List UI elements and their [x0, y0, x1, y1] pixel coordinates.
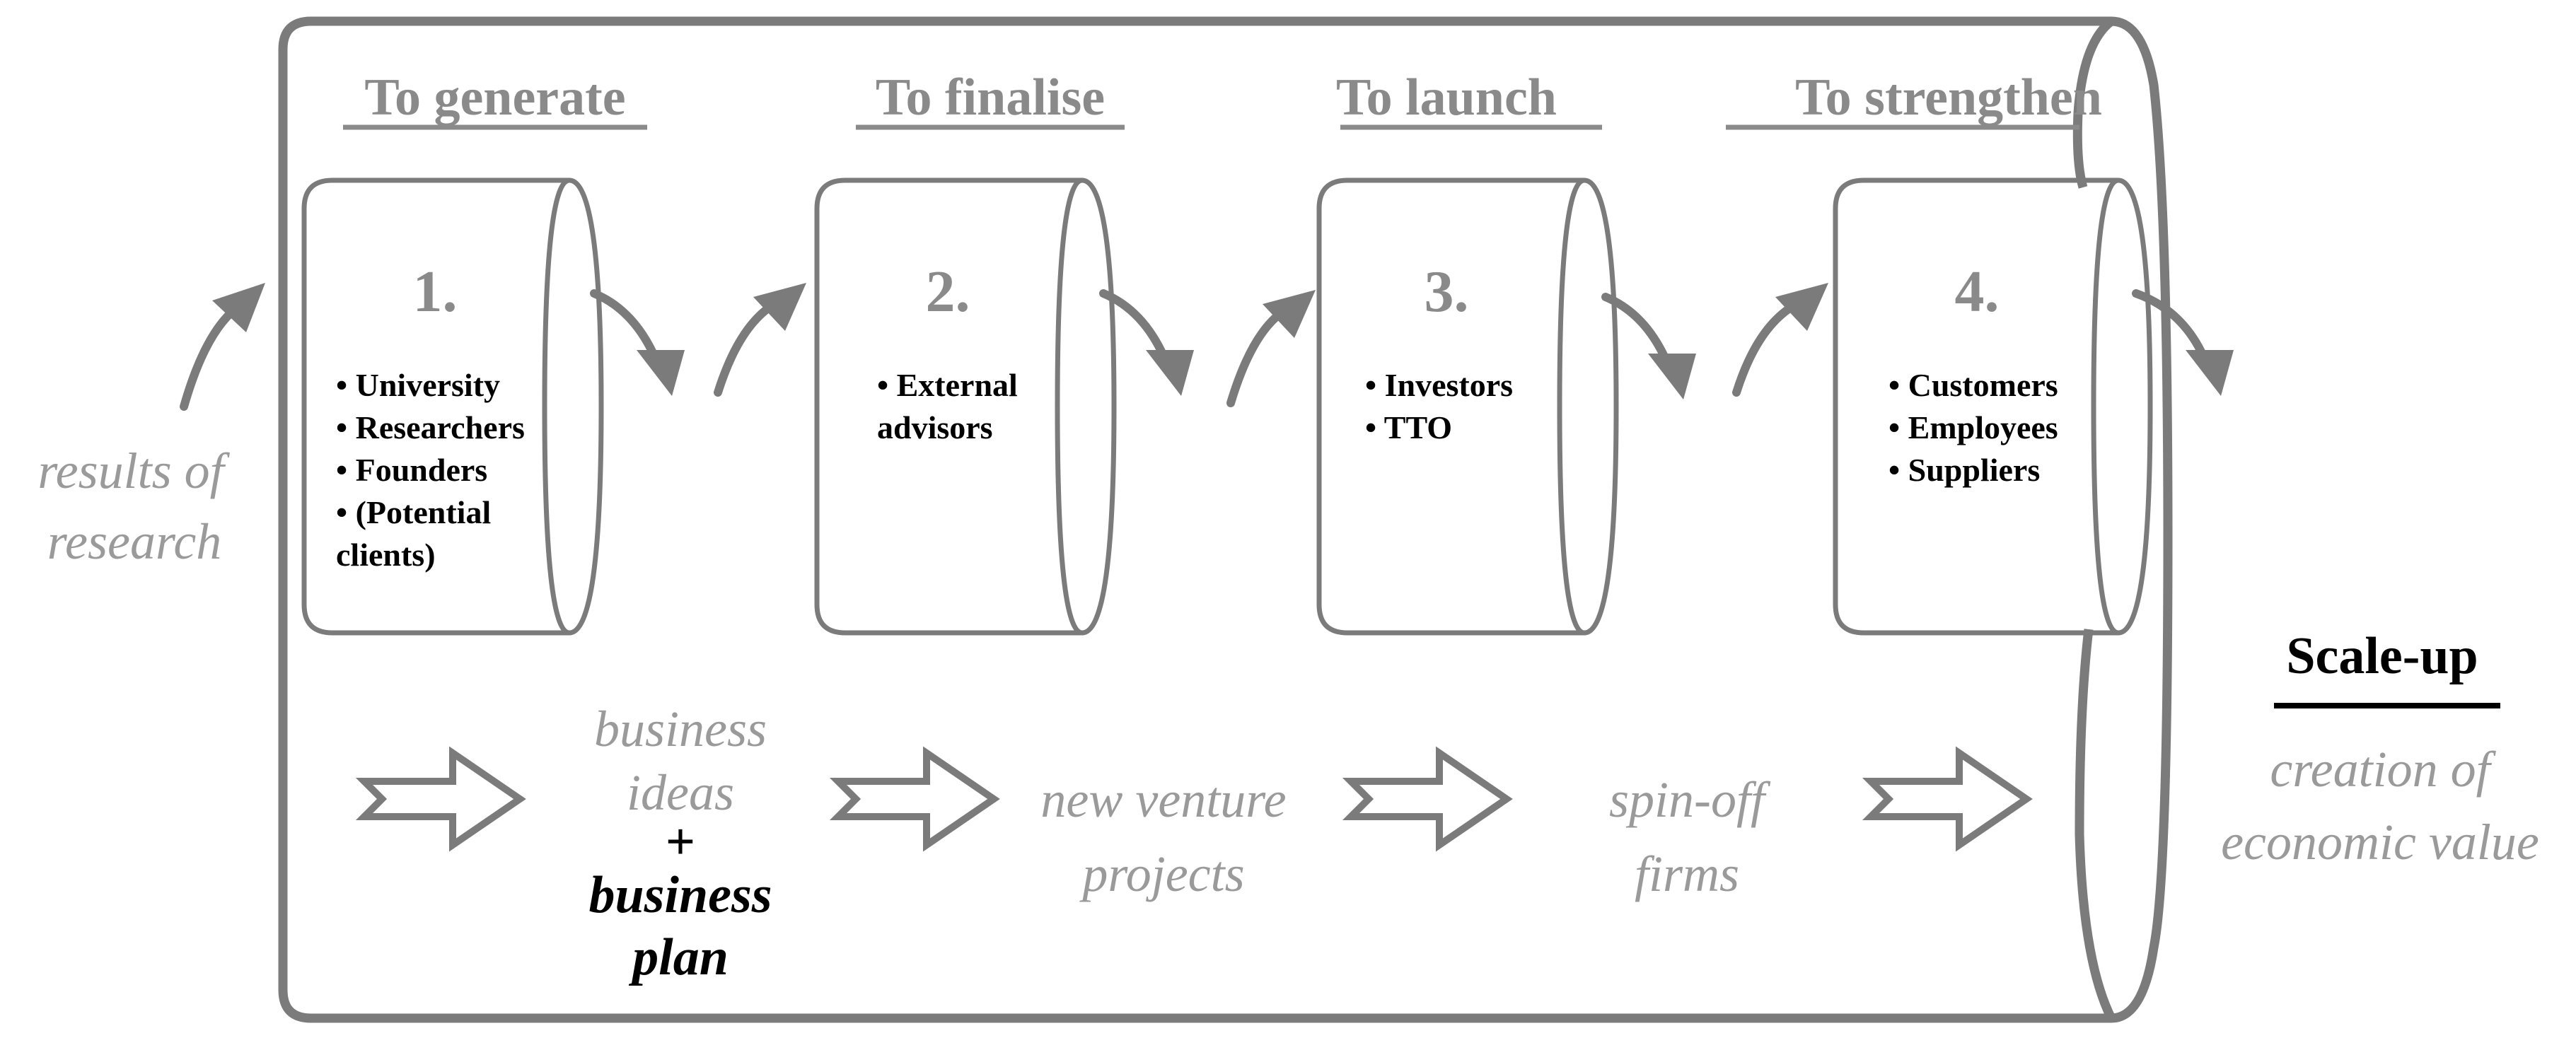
stage-title-1: To generate — [364, 69, 625, 127]
curved-arrow-up — [1226, 290, 1316, 407]
step-number-1: 1. — [413, 259, 458, 325]
step-number-3: 3. — [1425, 259, 1469, 325]
stage-2-bullet: advisors — [877, 409, 993, 445]
step-number-2: 2. — [926, 259, 970, 325]
curved-arrow-down — [590, 289, 685, 396]
entry-arrow — [180, 283, 265, 411]
output-3-line1: spin-off — [1609, 771, 1771, 828]
block-arrow-3 — [1342, 746, 1513, 852]
stage-title-3: To launch — [1336, 69, 1557, 127]
output-1-line1: business — [594, 701, 767, 757]
stage-3-bullet: • TTO — [1365, 409, 1452, 445]
exit-arrow — [2132, 289, 2234, 396]
stage-1-bullet: • (Potential — [336, 494, 491, 530]
stage-2-bullet: • External — [877, 367, 1018, 403]
stage-title-2: To finalise — [876, 69, 1105, 127]
stage-cylinder-4 — [1833, 177, 2153, 636]
step-number-4: 4. — [1955, 259, 2000, 325]
result-title: Scale-up — [2286, 627, 2478, 685]
output-2-line2: projects — [1079, 846, 1244, 902]
output-2-line1: new venture — [1040, 771, 1286, 828]
output-1-plan-line1: business — [588, 866, 772, 924]
stage-1-bullet: • Researchers — [336, 409, 525, 445]
block-arrow-4 — [1862, 746, 2033, 852]
output-3-line2: firms — [1635, 846, 1739, 902]
stage-1-bullet: clients) — [336, 537, 436, 573]
curved-arrow-up — [714, 283, 806, 397]
stage-cylinder-2 — [814, 177, 1117, 636]
stage-cylinder-3 — [1316, 177, 1619, 636]
outer-cylinder — [278, 16, 2173, 1023]
stage-4-bullet: • Suppliers — [1889, 452, 2040, 488]
stage-3-bullet: • Investors — [1365, 367, 1513, 403]
input-label-line2: research — [47, 513, 222, 570]
block-arrow-1 — [355, 746, 526, 852]
output-1-line2: ideas — [627, 764, 734, 821]
result-line1: creation of — [2270, 741, 2496, 798]
output-1-plus: + — [666, 813, 695, 871]
stage-title-4: To strengthen — [1795, 69, 2102, 127]
stage-4-bullet: • Customers — [1889, 367, 2058, 403]
stage-4-bullet: • Employees — [1889, 409, 2058, 445]
input-label-line1: results of — [37, 443, 230, 499]
stage-1-bullet: • University — [336, 367, 500, 403]
block-arrow-2 — [829, 746, 1000, 852]
stage-cylinder-1 — [301, 177, 604, 636]
output-1-plan-line2: plan — [628, 928, 729, 986]
result-line2: economic value — [2221, 814, 2539, 870]
curved-arrow-down — [1601, 293, 1696, 399]
stage-1-bullet: • Founders — [336, 452, 487, 488]
curved-arrow-up — [1732, 283, 1828, 397]
curved-arrow-down — [1099, 289, 1194, 396]
